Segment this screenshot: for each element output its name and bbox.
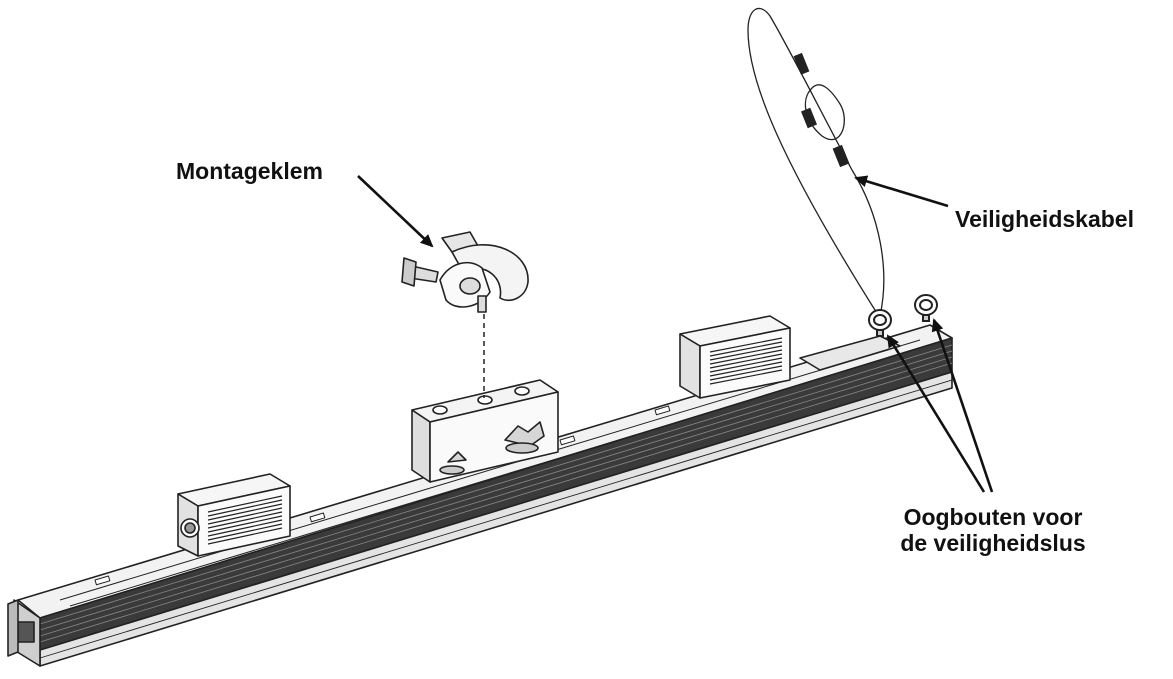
- callout-arrows: [357, 175, 994, 493]
- arrow-to-clamp: [357, 175, 434, 248]
- safety-cable: [747, 7, 885, 319]
- led-bar: [7, 324, 953, 667]
- safety-cable-ferrules: [793, 52, 850, 168]
- center-mounting-bracket: [411, 379, 559, 483]
- eye-bolts: [868, 294, 938, 337]
- label-eye-bolts-line1: Oogbouten voor: [903, 504, 1083, 530]
- arrow-to-eye-bolt-1: [886, 334, 986, 493]
- left-connector-box: [177, 473, 291, 557]
- arrow-to-eye-bolt-2: [931, 318, 994, 493]
- mounting-clamp: [401, 231, 529, 313]
- label-eye-bolts: Oogbouten voor de veiligheidslus: [888, 504, 1098, 556]
- label-eye-bolts-line2: de veiligheidslus: [900, 530, 1086, 556]
- label-safety-cable: Veiligheidskabel: [955, 206, 1134, 232]
- label-mounting-clamp: Montageklem: [176, 158, 323, 184]
- arrow-to-cable: [854, 175, 949, 208]
- right-connector-box: [679, 315, 791, 399]
